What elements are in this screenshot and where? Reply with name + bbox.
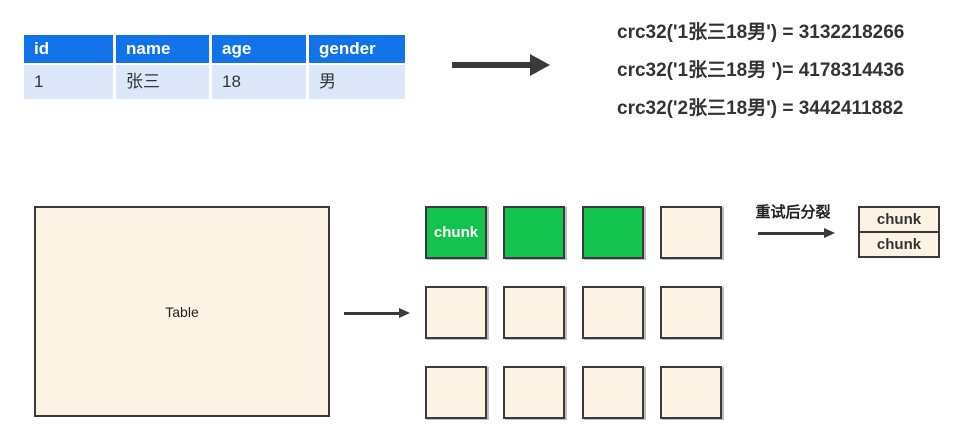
split-after-retry-label: 重试后分裂 bbox=[755, 204, 831, 221]
cell-id: 1 bbox=[24, 65, 113, 99]
arrow-head bbox=[399, 308, 410, 318]
chunk-box bbox=[660, 286, 722, 339]
chunk-box bbox=[503, 366, 565, 419]
chunk-box bbox=[503, 286, 565, 339]
crc32-line-3: crc32('2张三18男') = 3442411882 bbox=[617, 98, 904, 119]
arrow-head bbox=[824, 228, 835, 238]
arrow-shaft bbox=[758, 232, 824, 235]
sample-data-table: id name age gender 1 张三 18 男 bbox=[24, 35, 405, 99]
arrow-shaft bbox=[344, 312, 399, 315]
cell-gender: 男 bbox=[309, 65, 405, 99]
chunk-box bbox=[425, 366, 487, 419]
split-chunk-box: chunk bbox=[858, 206, 940, 233]
chunk-box-green: chunk bbox=[425, 206, 487, 259]
cell-age: 18 bbox=[212, 65, 306, 99]
chunk-box bbox=[582, 286, 644, 339]
chunk-box-green bbox=[582, 206, 644, 259]
crc32-results: crc32('1张三18男') = 3132218266 crc32('1张三1… bbox=[617, 21, 904, 120]
chunk-box bbox=[660, 206, 722, 259]
chunk-box bbox=[425, 286, 487, 339]
arrow-right-icon bbox=[758, 228, 835, 239]
column-header-id: id bbox=[24, 35, 113, 63]
crc32-line-2: crc32('1张三18男 ')= 4178314436 bbox=[617, 60, 905, 81]
table-box-label: Table bbox=[165, 303, 199, 320]
column-header-gender: gender bbox=[309, 35, 405, 63]
split-chunk-stack: chunk chunk bbox=[858, 206, 940, 258]
chunk-box bbox=[660, 366, 722, 419]
arrow-right-icon bbox=[452, 54, 550, 76]
crc32-line-1: crc32('1张三18男') = 3132218266 bbox=[617, 22, 905, 43]
arrow-shaft bbox=[452, 62, 530, 68]
cell-name: 张三 bbox=[116, 65, 209, 99]
arrow-head bbox=[530, 54, 550, 76]
chunk-box-green bbox=[503, 206, 565, 259]
column-header-age: age bbox=[212, 35, 306, 63]
chunk-box bbox=[582, 366, 644, 419]
split-chunk-box: chunk bbox=[858, 231, 940, 258]
table-box: Table bbox=[34, 206, 330, 417]
column-header-name: name bbox=[116, 35, 209, 63]
chunk-box-label: chunk bbox=[433, 224, 479, 241]
arrow-right-icon bbox=[344, 308, 410, 319]
